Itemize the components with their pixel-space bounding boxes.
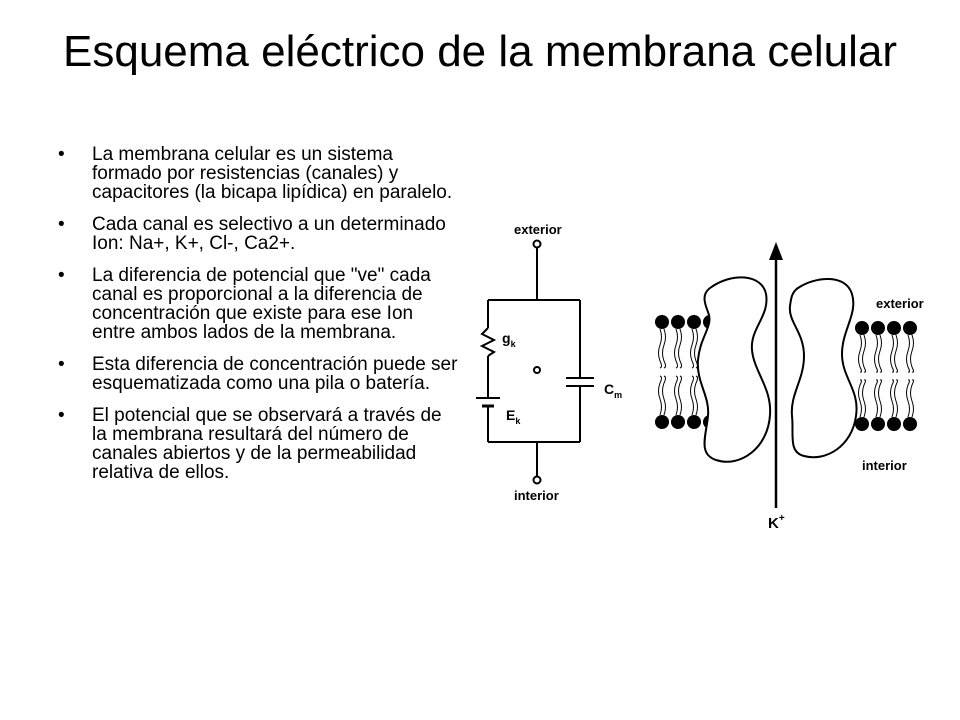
lipid-tail xyxy=(658,375,662,416)
lipid-tail xyxy=(906,379,910,418)
lipid-head xyxy=(855,321,869,335)
bullet-list: • La membrana celular es un sistema forma… xyxy=(58,145,458,495)
bullet-text: El potencial que se observará a través d… xyxy=(92,405,442,483)
circuit-exterior-label: exterior xyxy=(514,222,562,237)
equivalent-circuit xyxy=(476,239,594,485)
lipid-head xyxy=(655,315,669,329)
lipid-tail xyxy=(910,334,914,373)
channel-protein-left xyxy=(696,276,772,463)
bullet-text: Esta diferencia de concentración puede s… xyxy=(92,354,458,394)
interior-terminal xyxy=(532,475,542,485)
lipid-tail xyxy=(658,328,662,369)
lipid-tail xyxy=(674,375,678,416)
lipid-tail xyxy=(858,334,862,373)
slide-title: Esquema eléctrico de la membrana celular xyxy=(63,27,897,76)
bullet-dot: • xyxy=(58,214,65,235)
lipid-head xyxy=(855,417,869,431)
lipid-head xyxy=(687,315,701,329)
bullet-text: La diferencia de potencial que "ve" cada… xyxy=(92,265,431,343)
bullet-dot: • xyxy=(58,405,65,426)
bullet-dot: • xyxy=(58,265,65,286)
lipid-tail xyxy=(878,379,882,418)
bullet-text: La membrana celular es un sistema formad… xyxy=(92,144,453,203)
lipid-tail xyxy=(674,328,678,369)
lipid-tail xyxy=(678,328,682,369)
lipid-head xyxy=(903,321,917,335)
conductance-label: gk xyxy=(502,330,517,349)
lipid-bilayer-right xyxy=(855,321,917,431)
bullet-item: • La diferencia de potencial que "ve" cad… xyxy=(58,266,458,342)
membrane-interior-label: interior xyxy=(862,458,907,473)
lipid-tail xyxy=(694,375,698,416)
lipid-tail xyxy=(690,328,694,369)
lipid-tail xyxy=(862,334,866,373)
arrow-head xyxy=(769,242,783,260)
lipid-head xyxy=(887,417,901,431)
lipid-tail xyxy=(862,379,866,418)
lipid-head xyxy=(671,315,685,329)
node-dot xyxy=(533,366,541,374)
lipid-tail xyxy=(878,334,882,373)
lipid-head xyxy=(887,321,901,335)
lipid-head xyxy=(655,415,669,429)
lipid-tail xyxy=(874,334,878,373)
lipid-head xyxy=(687,415,701,429)
bullet-dot: • xyxy=(58,354,65,375)
channel-protein-right xyxy=(788,277,858,459)
lipid-tail xyxy=(662,375,666,416)
bullet-dot: • xyxy=(58,144,65,165)
battery-label: Ek xyxy=(506,407,521,426)
lipid-tail xyxy=(678,375,682,416)
membrane-drawing xyxy=(655,242,917,508)
bullet-text: Cada canal es selectivo a un determinado… xyxy=(92,214,446,254)
lipid-head xyxy=(871,417,885,431)
circuit-interior-label: interior xyxy=(514,488,559,503)
lipid-tail xyxy=(662,328,666,369)
capacitance-label: Cm xyxy=(604,381,622,400)
ion-label: K+ xyxy=(768,513,785,532)
membrane-figure: exterior interior gk Cm Ek exterior inte… xyxy=(476,222,924,532)
lipid-tail xyxy=(874,379,878,418)
lipid-head xyxy=(871,321,885,335)
bullet-item: • El potencial que se observará a través … xyxy=(58,406,458,482)
exterior-terminal xyxy=(532,239,542,249)
lipid-tail xyxy=(910,379,914,418)
lipid-head xyxy=(671,415,685,429)
lipid-tail xyxy=(894,334,898,373)
lipid-tail xyxy=(906,334,910,373)
lipid-tail xyxy=(894,379,898,418)
bullet-item: • La membrana celular es un sistema forma… xyxy=(58,145,458,202)
lipid-tail xyxy=(890,379,894,418)
bullet-item: • Esta diferencia de concentración puede … xyxy=(58,355,458,393)
lipid-head xyxy=(903,417,917,431)
lipid-tail xyxy=(858,379,862,418)
membrane-exterior-label: exterior xyxy=(876,296,924,311)
lipid-tail xyxy=(690,375,694,416)
resistor-symbol xyxy=(479,327,497,357)
lipid-tail xyxy=(890,334,894,373)
bullet-item: • Cada canal es selectivo a un determinad… xyxy=(58,215,458,253)
